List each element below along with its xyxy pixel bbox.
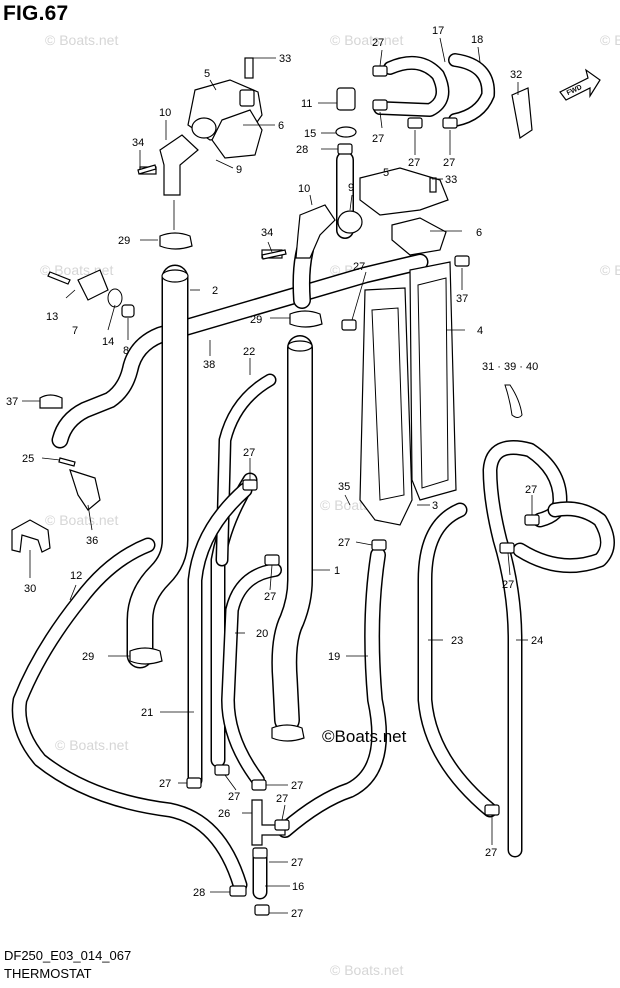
- callout-27: 27: [372, 133, 384, 145]
- callout-34: 34: [261, 227, 273, 239]
- callout-15: 15: [304, 128, 316, 140]
- callout-31-39-40: 31 · 39 · 40: [482, 361, 538, 373]
- callout-27: 27: [291, 857, 303, 869]
- leader-lines: [22, 37, 533, 914]
- callout-4: 4: [477, 325, 483, 337]
- callout-23: 23: [451, 635, 463, 647]
- callout-5: 5: [383, 167, 389, 179]
- callout-27: 27: [485, 847, 497, 859]
- callout-17: 17: [432, 25, 444, 37]
- callout-12: 12: [70, 570, 82, 582]
- watermark: © Boats.net: [45, 512, 118, 528]
- callout-37: 37: [456, 293, 468, 305]
- callout-9: 9: [236, 164, 242, 176]
- callout-5: 5: [204, 68, 210, 80]
- watermark: © Boats.net: [600, 262, 620, 278]
- callout-27: 27: [264, 591, 276, 603]
- callout-3: 3: [432, 500, 438, 512]
- hoses: [11, 53, 615, 900]
- callout-25: 25: [22, 453, 34, 465]
- callout-27: 27: [291, 908, 303, 920]
- callout-16: 16: [292, 881, 304, 893]
- callout-34: 34: [132, 137, 144, 149]
- callout-24: 24: [531, 635, 543, 647]
- callout-33: 33: [445, 174, 457, 186]
- model-code: DF250_E03_014_067: [4, 948, 132, 963]
- watermark: © Boats.net: [45, 32, 118, 48]
- callout-10: 10: [159, 107, 171, 119]
- callout-27: 27: [276, 793, 288, 805]
- callout-26: 26: [218, 808, 230, 820]
- callout-27: 27: [338, 537, 350, 549]
- callout-9: 9: [348, 182, 354, 194]
- callout-38: 38: [203, 359, 215, 371]
- callout-6: 6: [476, 227, 482, 239]
- callout-27: 27: [443, 157, 455, 169]
- callout-20: 20: [256, 628, 268, 640]
- callout-27: 27: [353, 261, 365, 273]
- callout-6: 6: [278, 120, 284, 132]
- callout-27: 27: [372, 37, 384, 49]
- small-parts: [11, 68, 601, 846]
- watermark: © Boats.net: [600, 32, 620, 48]
- callout-33: 33: [279, 53, 291, 65]
- callout-27: 27: [525, 484, 537, 496]
- watermark: © Boats.net: [330, 32, 403, 48]
- callout-1: 1: [334, 565, 340, 577]
- callout-28: 28: [296, 144, 308, 156]
- callout-2: 2: [212, 285, 218, 297]
- callout-14: 14: [102, 336, 114, 348]
- callout-35: 35: [338, 481, 350, 493]
- callout-29: 29: [250, 314, 262, 326]
- callout-10: 10: [298, 183, 310, 195]
- callout-27: 27: [408, 157, 420, 169]
- callout-30: 30: [24, 583, 36, 595]
- callout-27: 27: [502, 579, 514, 591]
- watermark: © Boats.net: [55, 737, 128, 753]
- callout-32: 32: [510, 69, 522, 81]
- callout-18: 18: [471, 34, 483, 46]
- callout-37: 37: [6, 396, 18, 408]
- callout-36: 36: [86, 535, 98, 547]
- callout-28: 28: [193, 887, 205, 899]
- callout-7: 7: [72, 325, 78, 337]
- callout-labels: 33 5 6 9 10 34 29 11 15 28 27 17 18 32 2…: [6, 25, 543, 920]
- callout-13: 13: [46, 311, 58, 323]
- thermostat-housing-upper: [139, 57, 263, 196]
- callout-22: 22: [243, 346, 255, 358]
- hose-clamps: [129, 65, 540, 916]
- callout-29: 29: [118, 235, 130, 247]
- figure-title: FIG.67: [3, 2, 69, 25]
- callout-21: 21: [141, 707, 153, 719]
- thermostat-housing-lower: [261, 167, 449, 259]
- heat-exchanger-cover: [359, 261, 457, 526]
- callout-29: 29: [82, 651, 94, 663]
- watermark-main: ©Boats.net: [322, 727, 407, 746]
- callout-27: 27: [243, 447, 255, 459]
- callout-27: 27: [159, 778, 171, 790]
- callout-11: 11: [301, 98, 312, 110]
- callout-19: 19: [328, 651, 340, 663]
- section-name: THERMOSTAT: [4, 966, 92, 981]
- callout-27: 27: [228, 791, 240, 803]
- watermark: © Boats.net: [330, 962, 403, 978]
- callout-27: 27: [291, 780, 303, 792]
- watermarks: © Boats.net © Boats.net © Boats.net © Bo…: [40, 32, 620, 978]
- callout-8: 8: [123, 345, 129, 357]
